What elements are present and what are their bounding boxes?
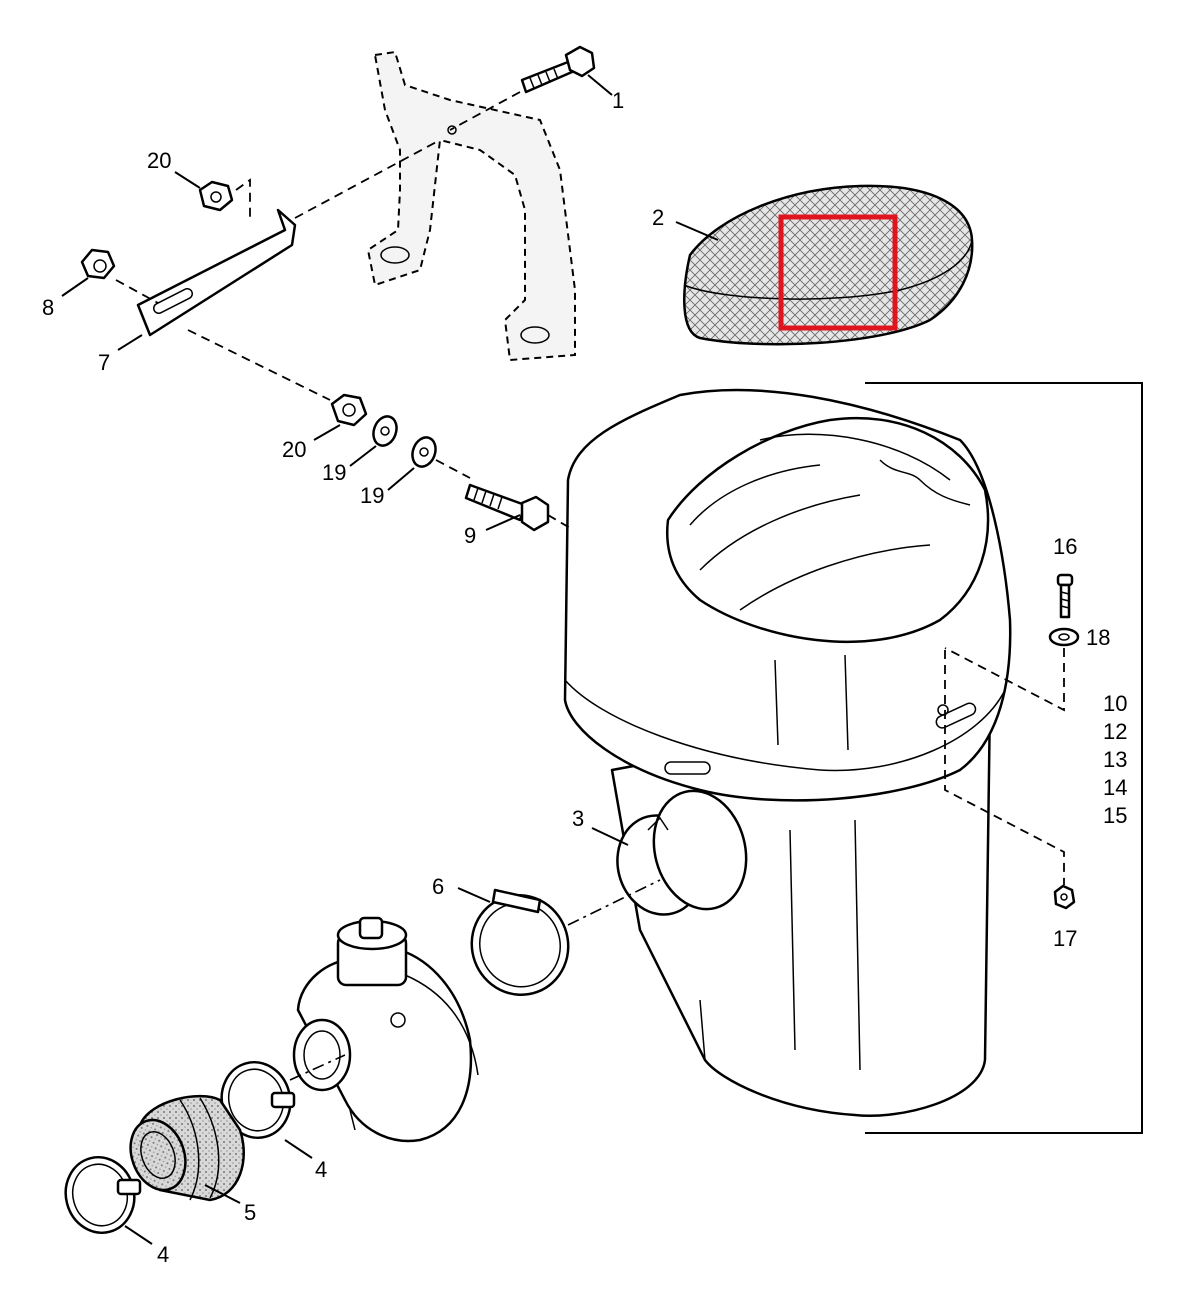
nut-part-20-bottom [330,393,368,427]
mounting-bracket [366,50,576,362]
clamp-part-6 [470,888,570,997]
callout-1: 1 [612,88,624,113]
callout-17: 17 [1053,926,1077,951]
carburetor [292,916,479,1143]
callout-group-4: 15 [1103,803,1127,828]
callout-7: 7 [98,350,110,375]
clamp-part-4-upper [220,1061,296,1139]
callout-20-top: 20 [147,148,171,173]
callout-4-lower: 4 [157,1242,169,1267]
washer-part-19-a [372,415,398,447]
callout-5: 5 [244,1200,256,1225]
callout-18: 18 [1086,625,1110,650]
bracket-group-labels: 10 12 13 14 15 [1103,691,1127,828]
callout-group-2: 13 [1103,747,1127,772]
nut-part-8 [80,248,116,280]
airbox-housing [563,388,1012,1117]
callout-3: 3 [572,806,584,831]
callout-19-b: 19 [360,483,384,508]
callout-group-1: 12 [1103,719,1127,744]
bolt-part-1 [520,45,596,94]
washer-part-19-b [411,436,437,468]
callout-8: 8 [42,295,54,320]
group-bracket [865,382,1143,1134]
washer-part-18 [1048,627,1080,647]
clamp-part-4-lower [64,1156,142,1234]
nut-part-17 [1053,884,1076,910]
callout-19-a: 19 [322,460,346,485]
highlight-box [778,214,898,331]
callout-20-bottom: 20 [282,437,306,462]
bolt-part-9 [464,483,550,532]
callout-9: 9 [464,523,476,548]
callout-group-0: 10 [1103,691,1127,716]
intake-boot-part-5 [129,1094,245,1202]
filter-element-part-2 [683,184,974,346]
callout-4-upper: 4 [315,1157,327,1182]
nut-part-20-top [198,180,234,212]
screw-part-16 [1056,573,1074,619]
callout-2: 2 [652,205,664,230]
callout-16: 16 [1053,534,1077,559]
strap-part-7 [136,208,297,337]
callout-group-3: 14 [1103,775,1127,800]
callout-6: 6 [432,874,444,899]
